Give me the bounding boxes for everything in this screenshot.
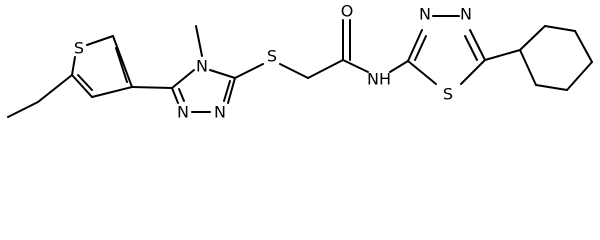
bond: [389, 60, 409, 73]
bond: [71, 74, 93, 98]
bond: [86, 35, 114, 46]
atom-s-thiophene: S: [74, 39, 84, 58]
bond: [574, 30, 593, 63]
bond: [460, 59, 486, 85]
bond: [195, 25, 203, 57]
bond: [464, 35, 478, 61]
bond: [115, 47, 128, 83]
bond: [91, 86, 133, 98]
bond: [7, 101, 39, 118]
bond: [307, 59, 344, 79]
molecule-structure: S N N N S O NH N N S: [7, 2, 593, 122]
bond: [71, 56, 76, 76]
bond: [77, 74, 93, 91]
bond: [407, 60, 437, 85]
bond: [209, 69, 236, 79]
bond: [566, 61, 593, 91]
atom-labels: S N N N S O NH N N S: [74, 2, 472, 122]
bond: [227, 77, 236, 104]
bond: [171, 87, 179, 104]
atom-nh-amide: NH: [367, 70, 391, 89]
bond: [544, 25, 576, 32]
bond: [131, 86, 173, 89]
atom-o-carbonyl: O: [341, 2, 354, 21]
bond: [171, 69, 195, 89]
atom-n-thiadiazole-a: N: [419, 5, 431, 24]
bond: [112, 35, 133, 88]
bond: [484, 49, 521, 61]
atom-n-methyl: N: [196, 57, 208, 76]
bond: [279, 63, 309, 79]
bonds: [7, 15, 593, 118]
bond: [223, 80, 231, 102]
bond: [234, 63, 264, 79]
bond: [535, 84, 568, 91]
bond: [519, 49, 537, 86]
bond: [37, 74, 73, 103]
bond: [407, 29, 423, 62]
atom-s-thiadiazole: S: [443, 85, 453, 104]
atom-n-triazole-b: N: [177, 103, 189, 122]
bond: [178, 88, 185, 102]
atom-n-triazole-a: N: [214, 103, 226, 122]
atom-n-thiadiazole-b: N: [460, 5, 472, 24]
bond: [342, 59, 369, 73]
atom-s-thioether: S: [267, 47, 277, 66]
bond: [519, 25, 546, 51]
bond: [414, 35, 427, 61]
bond: [469, 29, 486, 61]
